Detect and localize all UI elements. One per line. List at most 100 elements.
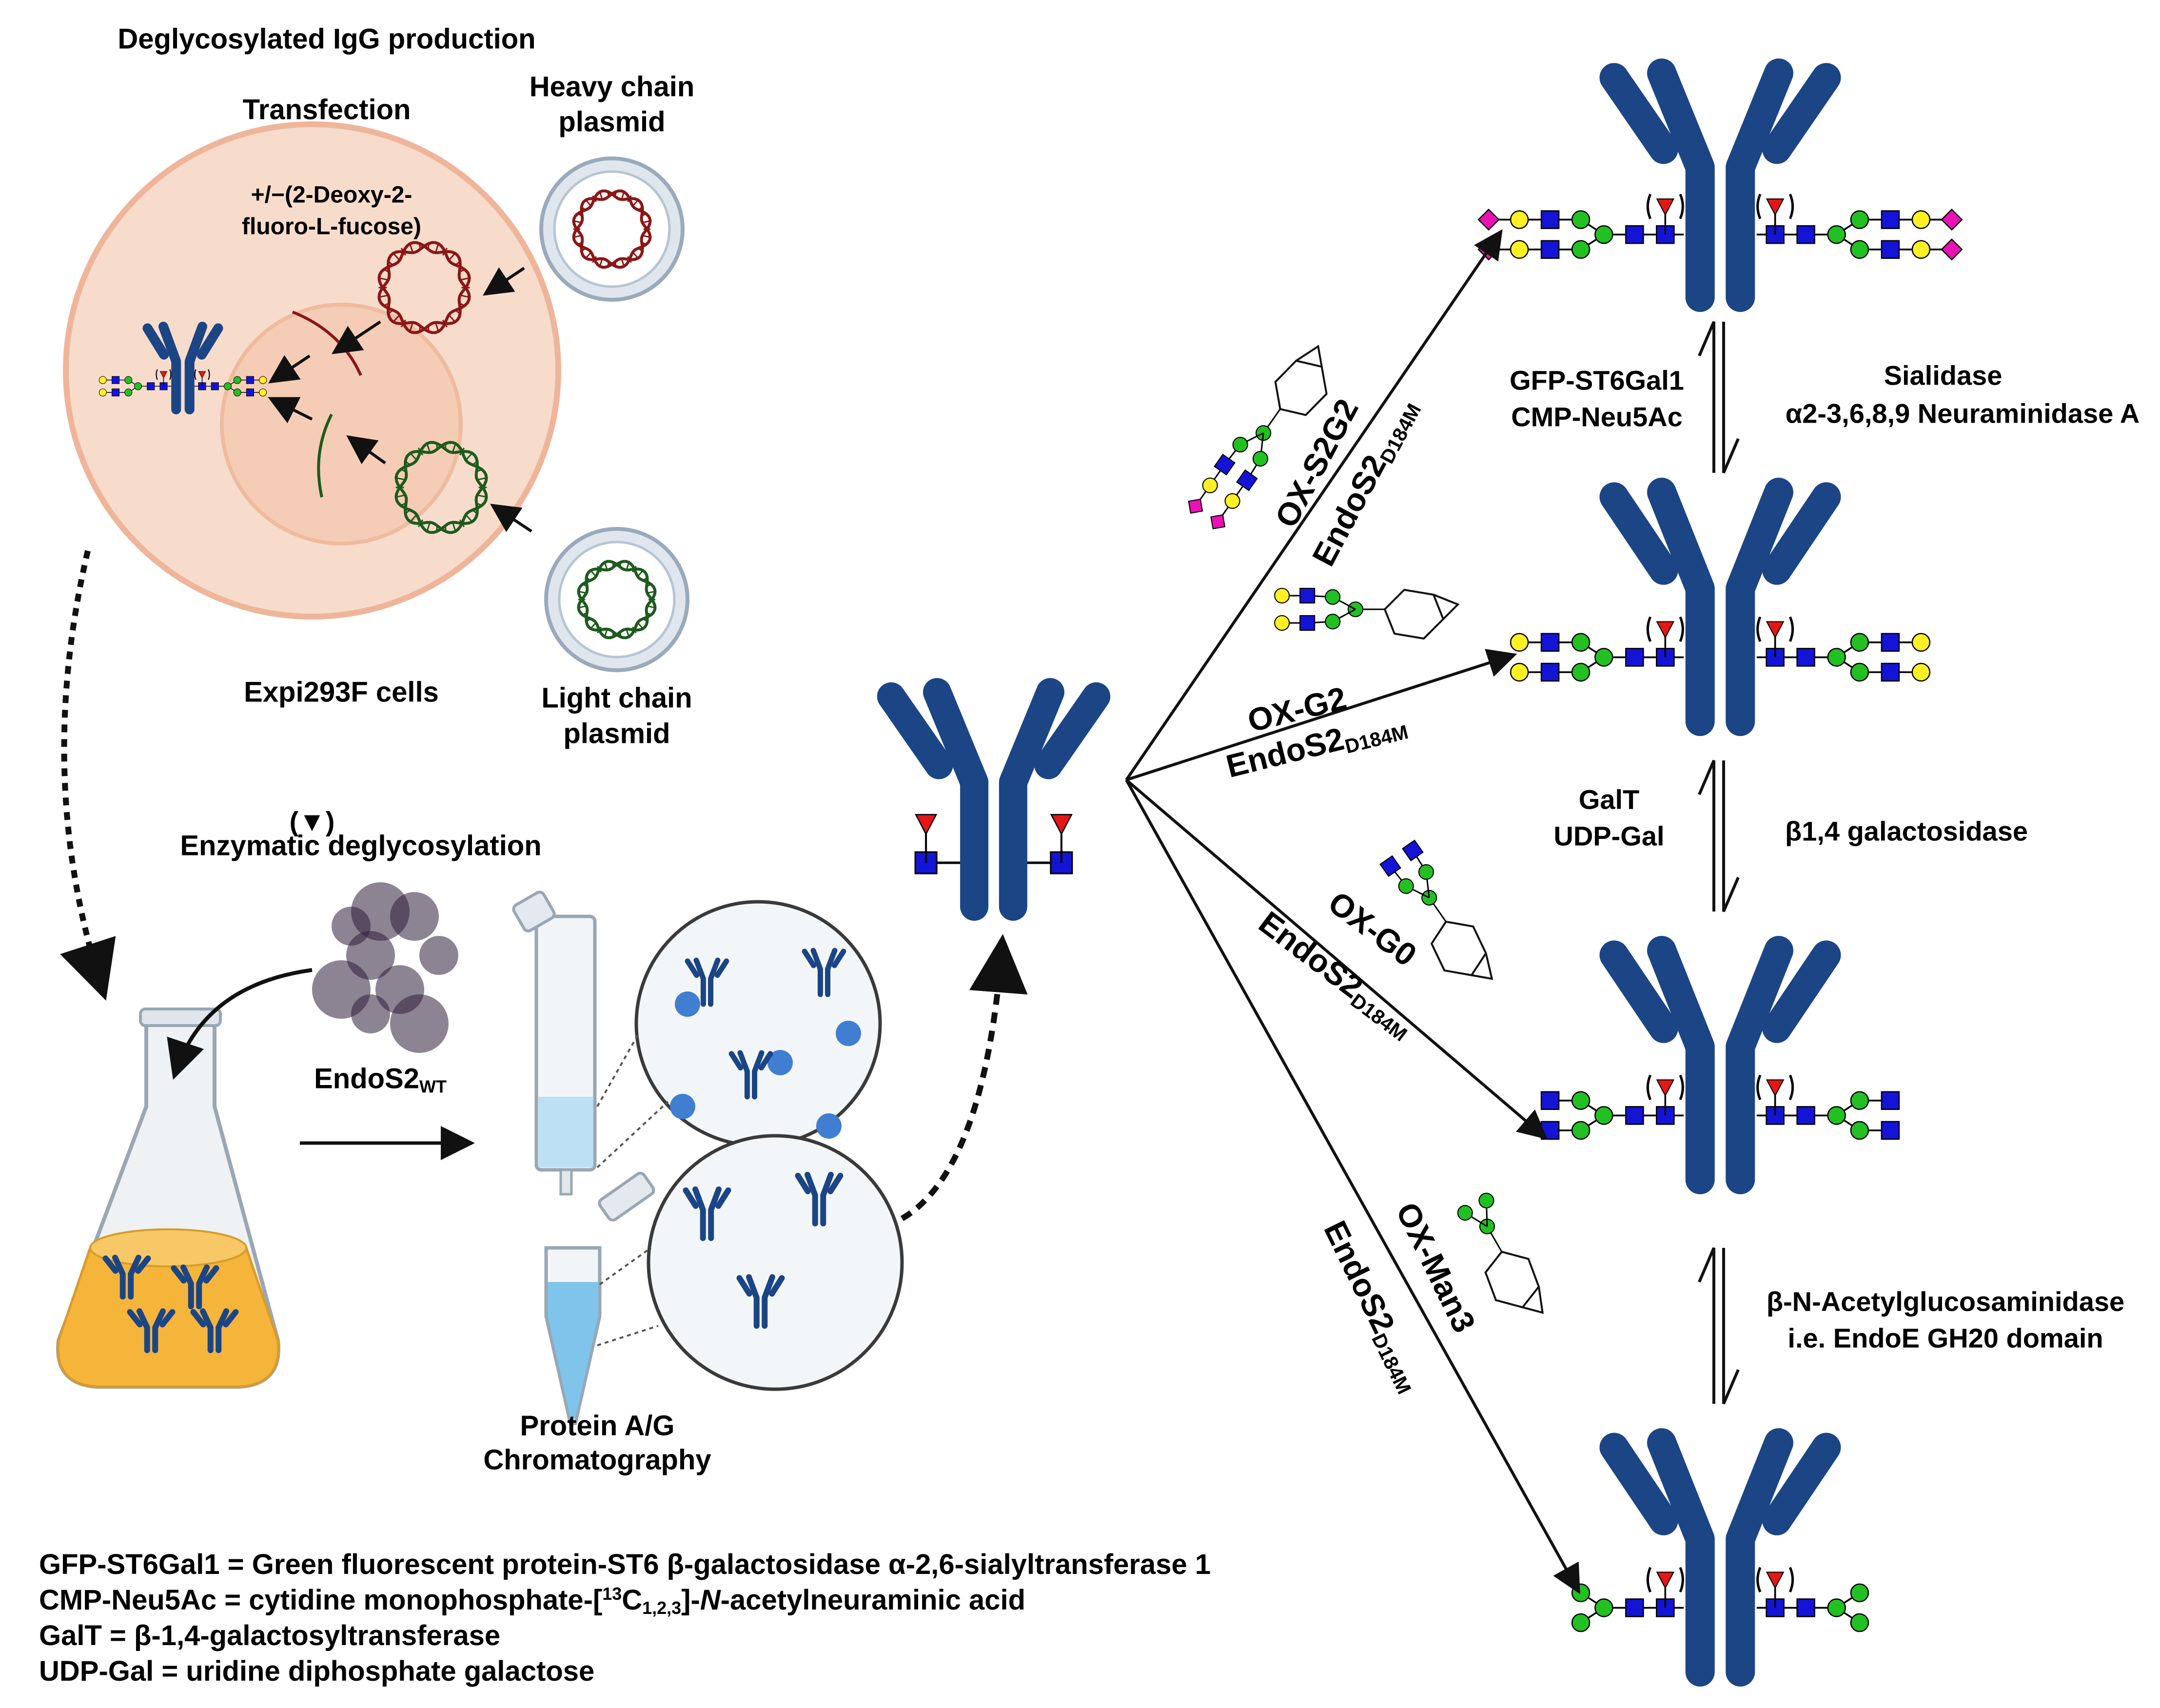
dna-rung bbox=[637, 570, 644, 577]
mannose-circle bbox=[1571, 210, 1591, 229]
mannose-circle bbox=[1850, 1121, 1869, 1140]
flask-rim bbox=[139, 1008, 222, 1027]
galactose-circle bbox=[1911, 210, 1931, 229]
resin-bead bbox=[836, 1021, 861, 1046]
fucose-inhibitor-line2-text: fluoro-L-fucose) bbox=[242, 214, 421, 240]
zoom-guide bbox=[596, 1101, 669, 1168]
heavy-chain bbox=[923, 678, 989, 921]
heavy-chain-plasmid bbox=[539, 156, 685, 302]
flask-medium-surface bbox=[89, 1228, 247, 1267]
dna-rung bbox=[382, 302, 391, 307]
mannose-circle bbox=[124, 376, 133, 384]
antibody-igg-on-resin bbox=[685, 957, 729, 1007]
fucose-triangle bbox=[1766, 1572, 1785, 1590]
antibody-man3-product bbox=[1571, 1428, 1869, 1687]
arrow-route-g0 bbox=[1125, 778, 1548, 1140]
dna-rung bbox=[400, 248, 407, 256]
fucose-paren-left bbox=[1756, 194, 1762, 219]
heavy-chain bbox=[1647, 478, 1715, 736]
dna-rung bbox=[466, 514, 472, 522]
mannose-circle bbox=[1571, 1091, 1591, 1110]
fucose-inhibitor-line1-text: +/−(2-Deoxy-2- bbox=[251, 182, 412, 208]
fucose-triangle bbox=[1656, 1572, 1675, 1590]
dna-rung bbox=[477, 494, 486, 498]
heavy-chain bbox=[693, 957, 706, 1007]
mannose-circle bbox=[1252, 451, 1269, 467]
dna-rung bbox=[418, 242, 421, 251]
dna-rung bbox=[471, 508, 479, 515]
fucose-paren-left bbox=[1646, 1567, 1652, 1592]
tube-eluate bbox=[548, 1282, 598, 1418]
fucose-triangle bbox=[159, 371, 168, 379]
transfection-label-text: Transfection bbox=[242, 94, 411, 126]
light-chain bbox=[203, 1265, 219, 1284]
dna-rung bbox=[396, 477, 405, 481]
resin-bead bbox=[670, 1094, 695, 1119]
zoom-guide bbox=[597, 1325, 659, 1346]
dna-rung bbox=[399, 502, 408, 507]
galactose-circle bbox=[1510, 633, 1529, 652]
antibody-igg-purified bbox=[795, 1172, 844, 1226]
zoom-guide bbox=[596, 1033, 640, 1107]
arrow-transcription-light bbox=[346, 435, 386, 465]
mannose-circle bbox=[1850, 1091, 1869, 1110]
fucose-paren-left bbox=[1756, 616, 1762, 642]
fucose-paren-right bbox=[1788, 1567, 1794, 1592]
dna-rung bbox=[576, 213, 584, 217]
harpoon-up bbox=[1698, 321, 1715, 473]
light-chain bbox=[196, 323, 223, 360]
dna-rung bbox=[626, 629, 629, 637]
eq3-reverse-line1-text: β-N-Acetylglucosaminidase bbox=[1766, 1286, 2125, 1317]
fucose-paren-right bbox=[208, 369, 210, 380]
glcnac-square bbox=[1236, 469, 1258, 491]
tube-cap bbox=[598, 1171, 655, 1222]
fucose-triangle bbox=[1766, 1079, 1785, 1097]
mannose-circle bbox=[233, 388, 241, 397]
cells-label: Expi293F cells bbox=[244, 676, 439, 709]
glcnac-square bbox=[1625, 1106, 1644, 1125]
antibody-g0-product bbox=[1540, 936, 1900, 1194]
dna-rung bbox=[576, 241, 584, 246]
heavy-chain bbox=[708, 1186, 722, 1241]
galactose-circle bbox=[1911, 662, 1931, 682]
dna-rung bbox=[614, 260, 617, 268]
glcnac-square bbox=[1540, 240, 1560, 259]
light-chain bbox=[1599, 940, 1678, 1043]
center-fucose-mark-left-text: (▼) bbox=[289, 806, 335, 837]
legend-line-2-sub: 1,2,3 bbox=[642, 1597, 682, 1618]
heavy-chain bbox=[692, 1186, 706, 1241]
light-plasmid-label-line2: plasmid bbox=[563, 718, 670, 750]
eq2-forward-line2-text: UDP-Gal bbox=[1553, 820, 1665, 852]
mannose-circle bbox=[1850, 1583, 1869, 1603]
light-chain bbox=[827, 1173, 844, 1194]
antibody-igg bbox=[1599, 58, 1841, 312]
mannose-circle bbox=[1850, 662, 1869, 682]
fucose-paren-right bbox=[1788, 1074, 1794, 1100]
dna-rung bbox=[637, 206, 644, 212]
substrate-ox-g2 bbox=[1274, 587, 1460, 640]
fucose-paren-right bbox=[169, 369, 172, 380]
glcnac-square bbox=[1402, 839, 1424, 862]
antibody-s2g2-product bbox=[1477, 58, 1963, 312]
dna-rung bbox=[435, 244, 439, 252]
fucose-triangle bbox=[198, 371, 206, 379]
fucose-paren-left bbox=[1646, 1074, 1652, 1100]
heavy-chain bbox=[999, 678, 1064, 921]
dna-rung bbox=[579, 591, 586, 594]
sugar-ring bbox=[1484, 1250, 1540, 1309]
dna-rung bbox=[581, 583, 589, 588]
dna-rung bbox=[427, 242, 430, 251]
dna-rung bbox=[580, 247, 587, 252]
light-chain bbox=[190, 1309, 206, 1328]
arrow-enzyme-to-flask bbox=[167, 968, 313, 1080]
antibody-igg-purified bbox=[736, 1274, 785, 1329]
dna-rung bbox=[409, 323, 413, 331]
legend-line-2-pre: CMP-Neu5Ac = cytidine monophosphate-[ bbox=[39, 1584, 603, 1616]
glcnac-square bbox=[1796, 648, 1815, 667]
mannose-circle bbox=[1827, 225, 1846, 244]
dna-rung bbox=[612, 631, 614, 638]
dna-rung bbox=[648, 591, 655, 594]
fucose-triangle bbox=[1766, 621, 1785, 639]
dna-rung bbox=[632, 252, 639, 258]
